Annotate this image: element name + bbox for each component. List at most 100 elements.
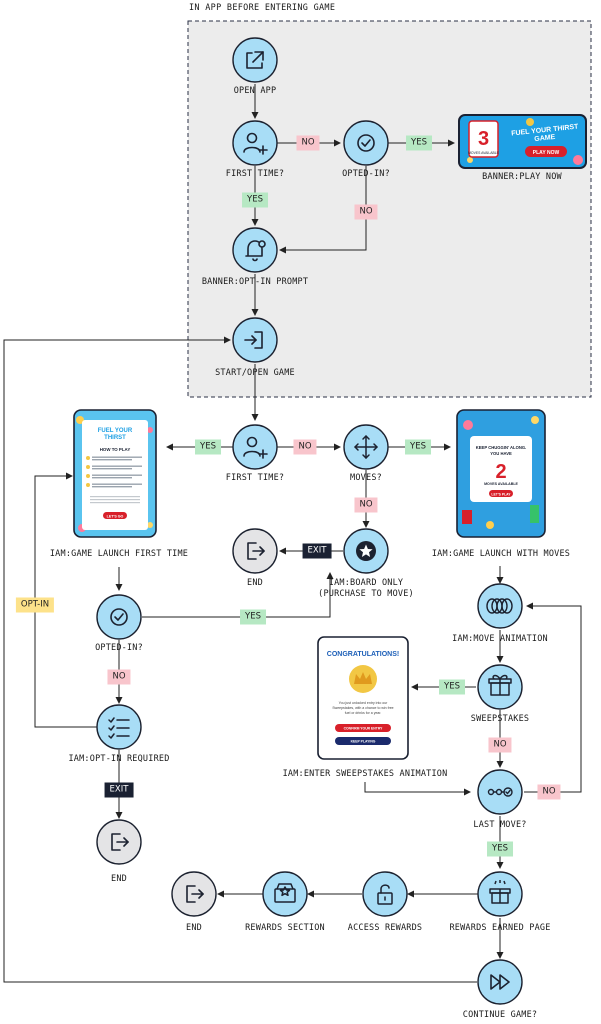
first-how-to-play: HOW TO PLAY [100, 447, 131, 452]
end-node-2[interactable] [96, 819, 142, 865]
label-first-time-1: FIRST TIME? [225, 169, 285, 179]
label-board-only-2: (PURCHASE TO MOVE) [318, 589, 414, 599]
open-app-node[interactable] [232, 37, 278, 83]
label-moves: MOVES? [350, 473, 382, 483]
badge-yes-firsttime2-iam: YES [195, 439, 221, 455]
badge-no-optedin2-required: NO [107, 669, 131, 685]
banner-headline-2: GAME [534, 134, 556, 143]
access-rewards-node[interactable] [362, 871, 408, 917]
label-open-app: OPEN APP [233, 86, 277, 96]
label-iam-launch-moves: IAM:GAME LAUNCH WITH MOVES [431, 549, 571, 559]
sign-in-icon [244, 331, 263, 349]
rewards-card-icon [274, 883, 296, 903]
label-banner-play-now: BANNER:PLAY NOW [482, 172, 562, 182]
rewards-earned-node[interactable] [477, 871, 523, 917]
move-arrows-icon [354, 435, 378, 459]
check-circle-icon [357, 134, 375, 152]
banner-opt-in-prompt-node[interactable] [232, 227, 278, 273]
label-first-time-2: FIRST TIME? [225, 473, 285, 483]
bell-icon [245, 240, 266, 262]
label-last-move: LAST MOVE? [473, 820, 527, 830]
label-banner-opt-in-prompt: BANNER:OPT-IN PROMPT [201, 277, 309, 287]
end-node-3[interactable] [171, 871, 217, 917]
badge-yes-moves-iam: YES [405, 439, 431, 455]
moves-node[interactable] [343, 424, 389, 470]
label-opted-in-1: OPTED-IN? [342, 169, 390, 179]
congratulations-card-thumbnail[interactable]: CONGRATULATIONS! You just unlocked entry… [317, 636, 409, 760]
edge-continue-startgame [3, 336, 477, 983]
badge-no-moves-board: NO [354, 497, 378, 513]
label-sweeps-animation: IAM:ENTER SWEEPSTAKES ANIMATION [282, 769, 448, 779]
banner-play-button-label: PLAY NOW [533, 150, 560, 156]
rewards-section-node[interactable] [262, 871, 308, 917]
badge-yes-firsttime-prompt: YES [242, 192, 268, 208]
opted-in-node-2[interactable] [96, 594, 142, 640]
moves-lets-play-label: LET'S PLAY [491, 492, 511, 496]
end-node-1[interactable] [232, 528, 278, 574]
first-lets-go-label: LET'S GO [107, 514, 124, 518]
label-iam-launch-first: IAM:GAME LAUNCH FIRST TIME [49, 549, 189, 559]
first-logo-1: FUEL YOUR [98, 428, 133, 434]
badge-yes-lastmove-rewards: YES [487, 841, 513, 857]
opt-in-required-node[interactable] [96, 704, 142, 750]
fast-forward-icon [490, 974, 510, 990]
last-move-node[interactable] [477, 769, 523, 815]
add-user-icon [243, 436, 268, 459]
label-end-2: END [111, 874, 127, 884]
congrats-confirm-button[interactable] [335, 724, 391, 732]
badge-exit-required-end: EXIT [104, 782, 134, 798]
label-end-1: END [247, 578, 263, 588]
board-only-node[interactable] [343, 528, 389, 574]
moves-caption: MOVES AVAILABLE [484, 482, 518, 486]
add-user-icon [243, 132, 268, 155]
label-rewards-section: REWARDS SECTION [245, 923, 325, 933]
banner-moves-number: 3 [478, 128, 489, 150]
checklist-icon [108, 717, 130, 739]
label-sweepstakes: SWEEPSTAKES [470, 714, 530, 724]
badge-no-firsttime-optedin: NO [296, 135, 320, 151]
moves-lets-play-button[interactable] [489, 490, 513, 497]
phone-game-launch-first-thumbnail[interactable]: FUEL YOUR THIRST HOW TO PLAY LET'S GO [73, 409, 157, 538]
congrats-body-3: fuel or drinks for a year. [345, 711, 382, 715]
label-opted-in-2: OPTED-IN? [95, 643, 143, 653]
continue-game-node[interactable] [477, 959, 523, 1005]
first-time-node-2[interactable] [232, 424, 278, 470]
badge-no-firsttime2-moves: NO [293, 439, 317, 455]
label-continue-game: CONTINUE GAME? [462, 1010, 538, 1020]
exit-icon [247, 542, 265, 560]
first-logo-2: THIRST [104, 435, 126, 441]
first-time-node-1[interactable] [232, 120, 278, 166]
banner-play-button[interactable] [525, 146, 567, 157]
badge-no-optedin-prompt: NO [354, 204, 378, 220]
progress-dots-icon [487, 787, 513, 797]
congrats-confirm-label: CONFIRM YOUR ENTRY [344, 727, 384, 731]
coins-animation-icon [486, 598, 513, 614]
congrats-keep-playing-label: KEEP PLAYING [351, 740, 376, 744]
edge-optedin-no-prompt [279, 166, 367, 254]
rewards-gift-icon [489, 880, 511, 904]
edge-optedin2-yes-boardonly [142, 572, 334, 618]
first-lets-go-button[interactable] [103, 512, 127, 519]
move-animation-node[interactable] [477, 583, 523, 629]
congrats-keep-playing-button[interactable] [335, 737, 391, 745]
label-move-animation: IAM:MOVE ANIMATION [452, 634, 548, 644]
label-access-rewards: ACCESS REWARDS [347, 923, 423, 933]
congrats-body-2: Sweepstakes, with a chance to win free [332, 706, 393, 710]
banner-play-now-thumbnail[interactable]: 3 MOVES AVAILABLE FUEL YOUR THIRST GAME … [458, 114, 587, 169]
badge-yes-optedin2-board: YES [240, 609, 266, 625]
congrats-title: CONGRATULATIONS! [327, 651, 399, 658]
sweepstakes-node[interactable] [477, 664, 523, 710]
label-opt-in-required: IAM:OPT-IN REQUIRED [68, 754, 170, 764]
unlock-icon [377, 884, 393, 905]
gift-icon [488, 674, 512, 696]
label-rewards-earned: REWARDS EARNED PAGE [449, 923, 551, 933]
first-rules-list [86, 456, 142, 504]
start-open-game-node[interactable] [232, 317, 278, 363]
badge-opt-in-loop: OPT-IN [15, 597, 55, 613]
opted-in-node-1[interactable] [343, 120, 389, 166]
banner-moves-caption: MOVES AVAILABLE [468, 151, 500, 155]
external-link-icon [246, 51, 264, 69]
phone-game-launch-moves-thumbnail[interactable]: KEEP CHUGGIN' ALONG. YOU HAVE 2 MOVES AV… [456, 409, 546, 538]
moves-number: 2 [495, 461, 506, 483]
